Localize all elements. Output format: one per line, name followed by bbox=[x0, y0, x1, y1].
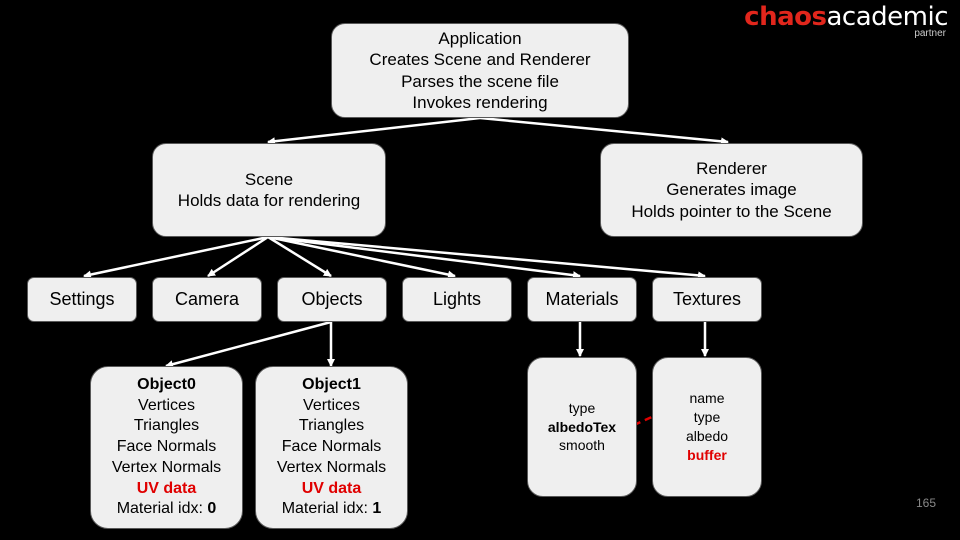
object0-vertices: Vertices bbox=[138, 396, 195, 414]
object0-material-idx: Material idx: 0 bbox=[117, 499, 217, 520]
object0-title: Object0 bbox=[137, 375, 196, 393]
object1-material-label: Material idx: bbox=[281, 500, 373, 518]
scene-description: Holds data for rendering bbox=[177, 191, 361, 210]
arrow-scene-to-camera bbox=[207, 235, 269, 278]
arrow-scene-to-materials bbox=[267, 235, 581, 280]
materials-box: Materials bbox=[527, 277, 637, 322]
texture-albedo: albedo bbox=[685, 428, 729, 444]
material-smooth: smooth bbox=[559, 437, 605, 454]
renderer-box: Renderer Generates image Holds pointer t… bbox=[600, 143, 863, 237]
arrow-app-to-scene bbox=[267, 116, 481, 146]
texture-type: type bbox=[693, 409, 721, 426]
lights-label: Lights bbox=[432, 289, 482, 310]
renderer-line-2: Holds pointer to the Scene bbox=[631, 201, 832, 221]
object1-uv-data: UV data bbox=[301, 479, 362, 497]
material-detail-box: type albedoTex smooth bbox=[527, 357, 637, 497]
application-title: Application bbox=[438, 29, 522, 48]
object0-face-normals: Face Normals bbox=[116, 438, 217, 456]
settings-box: Settings bbox=[27, 277, 137, 322]
page-number: 165 bbox=[915, 496, 936, 510]
object1-face-normals: Face Normals bbox=[281, 438, 382, 456]
objects-box: Objects bbox=[277, 277, 387, 322]
camera-label: Camera bbox=[174, 289, 240, 310]
object1-box: Object1 Vertices Triangles Face Normals … bbox=[255, 366, 408, 529]
renderer-line-1: Generates image bbox=[666, 180, 797, 200]
object0-vertex-normals: Vertex Normals bbox=[111, 458, 222, 476]
application-line-2: Parses the scene file bbox=[401, 71, 559, 91]
application-box: Application Creates Scene and Renderer P… bbox=[331, 23, 629, 118]
materials-label: Materials bbox=[545, 289, 619, 310]
object1-triangles: Triangles bbox=[298, 417, 365, 435]
scene-title: Scene bbox=[244, 169, 294, 189]
arrow-scene-to-lights bbox=[267, 235, 456, 279]
logo-chaos: chaos bbox=[744, 2, 827, 32]
lights-box: Lights bbox=[402, 277, 512, 322]
logo-partner: partner bbox=[914, 28, 946, 39]
object0-material-label: Material idx: bbox=[116, 500, 208, 518]
object1-title: Object1 bbox=[302, 375, 361, 393]
object1-vertex-normals: Vertex Normals bbox=[276, 458, 387, 476]
arrow-scene-to-objects bbox=[267, 235, 332, 278]
logo-academic: academic bbox=[826, 2, 948, 32]
arrow-scene-to-settings bbox=[83, 235, 269, 279]
chaos-academic-partner-logo: chaosacademic partner bbox=[744, 4, 948, 39]
material-type: type bbox=[568, 399, 596, 416]
object1-vertices: Vertices bbox=[303, 396, 360, 414]
object0-material-value: 0 bbox=[207, 500, 217, 518]
scene-box: Scene Holds data for rendering bbox=[152, 143, 386, 237]
arrow-objects-to-object0 bbox=[165, 320, 332, 369]
material-albedo-tex: albedoTex bbox=[547, 418, 617, 435]
texture-detail-box: name type albedo buffer bbox=[652, 357, 762, 497]
object0-box: Object0 Vertices Triangles Face Normals … bbox=[90, 366, 243, 529]
texture-name: name bbox=[689, 390, 725, 407]
object0-uv-data: UV data bbox=[136, 479, 197, 497]
textures-box: Textures bbox=[652, 277, 762, 322]
textures-label: Textures bbox=[672, 289, 742, 310]
object1-material-idx: Material idx: 1 bbox=[282, 499, 382, 520]
renderer-title: Renderer bbox=[696, 159, 767, 179]
object0-triangles: Triangles bbox=[133, 417, 200, 435]
settings-label: Settings bbox=[49, 289, 115, 310]
object1-material-value: 1 bbox=[372, 500, 382, 518]
application-line-3: Invokes rendering bbox=[412, 92, 548, 112]
texture-buffer: buffer bbox=[687, 446, 727, 463]
arrow-scene-to-textures bbox=[267, 235, 706, 280]
application-line-1: Creates Scene and Renderer bbox=[369, 50, 591, 70]
camera-box: Camera bbox=[152, 277, 262, 322]
objects-label: Objects bbox=[301, 289, 363, 310]
arrow-app-to-renderer bbox=[479, 116, 729, 146]
